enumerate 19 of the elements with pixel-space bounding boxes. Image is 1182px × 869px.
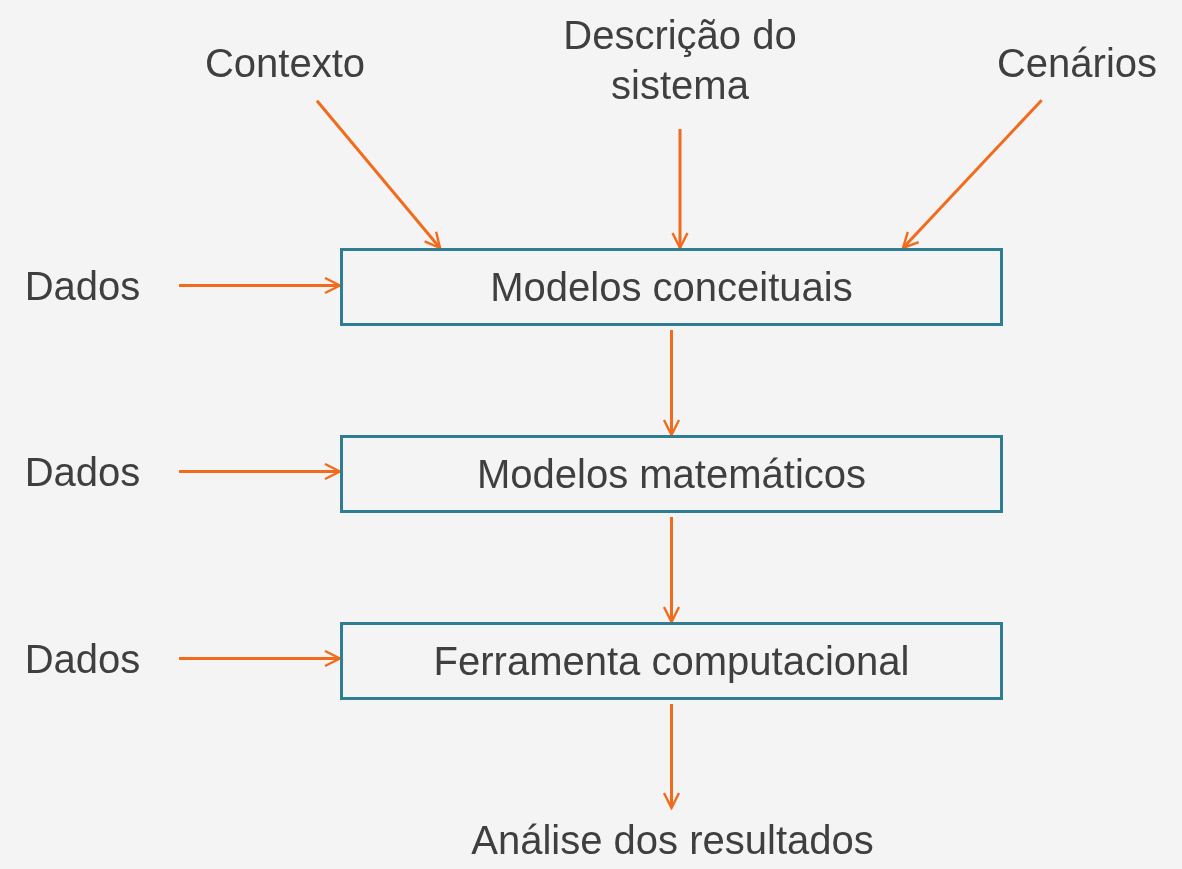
arrow [179, 462, 342, 481]
input-label: Descrição do sistema [520, 5, 840, 115]
input-label: Dados [0, 444, 165, 499]
arrow [662, 330, 681, 437]
input-label: Dados [0, 631, 165, 686]
arrow [662, 704, 681, 810]
arrow [901, 99, 1043, 250]
process-box: Ferramenta computacional [340, 622, 1003, 700]
input-label: Contexto [150, 35, 420, 90]
input-label: Análise dos resultados [390, 812, 955, 867]
arrow [179, 649, 342, 668]
input-label: Cenários [972, 35, 1182, 90]
arrow [179, 276, 342, 295]
arrow [671, 129, 689, 250]
input-label: Dados [0, 258, 165, 313]
process-box: Modelos matemáticos [340, 435, 1003, 513]
arrow [315, 99, 442, 250]
arrow [662, 517, 681, 624]
process-box: Modelos conceituais [340, 248, 1003, 326]
